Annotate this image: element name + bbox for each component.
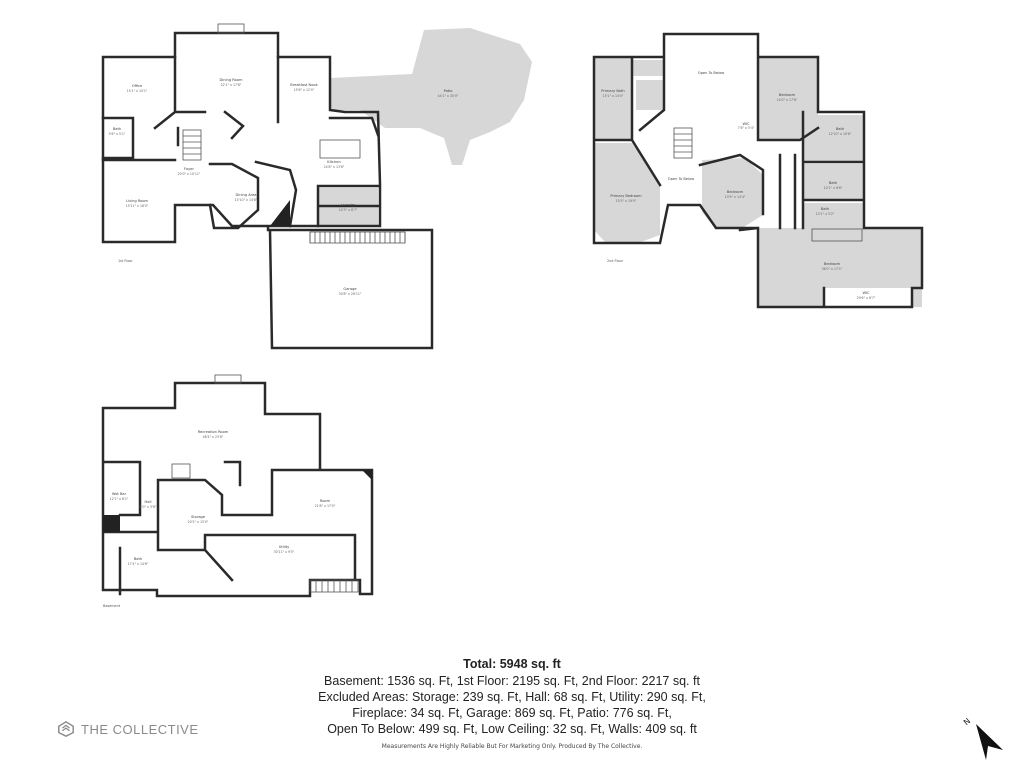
room-dims-patio: 44'1" x 30'0" [438,94,459,98]
fireplace [217,23,245,34]
brand-name: THE COLLECTIVE [81,721,199,737]
room-dims-utility: 30'11" x 9'5" [274,550,295,554]
room-dims-bath-2c: 13'1" x 5'2" [816,212,835,216]
room-dims-hall: 9'0" x 3'6" [140,505,157,509]
floor-plans: Office 15'1" x 10'1" Dining Room 22'1" x… [101,23,924,608]
room-dims-primary-bath: 15'1" x 14'0" [603,94,624,98]
wic-lower-area [824,288,912,306]
collective-logo-icon [58,720,74,738]
room-label-open-to-below-upper: Open To Below [698,71,725,75]
floor-area-breakdown: Basement: 1536 sq. Ft, 1st Floor: 2195 s… [324,674,700,688]
patio-area [330,28,532,165]
floor-label-first: 1st Floor [118,259,133,263]
room-label-storage: Storage [191,515,206,519]
room-label-office: Office [132,84,143,88]
room-dims-dining-area: 15'10" x 14'8" [235,198,258,202]
basement-fireplace [214,374,242,384]
room-label-recreation-room: Recreation Room [198,430,229,434]
first-floor-stairs [182,129,202,161]
room-label-wic-upper: WIC [742,122,750,126]
room-label-dining-room: Dining Room [220,78,243,82]
room-dims-room: 21'8" x 17'0" [315,504,336,508]
first-floor-exterior-walls [101,31,434,350]
disclaimer: Measurements Are Highly Reliable But For… [381,743,643,750]
room-label-kitchen: Kitchen [327,160,341,164]
total-area: Total: 5948 sq. ft [463,657,561,671]
basement-corner [362,470,372,480]
north-label: N [962,716,972,727]
room-label-foyer: Foyer [184,167,194,171]
room-label-breakfast-nook: Breakfast Nook [290,83,318,87]
room-dims-foyer: 20'0" x 10'11" [178,172,201,176]
room-label-utility: Utility [279,545,290,549]
room-label-dining-area: Dining Area [235,193,256,197]
room-dims-storage: 20'2" x 15'0" [188,520,209,524]
room-label-patio: Patio [444,89,453,93]
room-label-bath-2a: Bath [836,127,844,131]
room-label-bath-basement: Bath [134,557,142,561]
room-label-primary-bath: Primary Bath [601,89,624,93]
room-dims-primary-bedroom: 15'5" x 19'0" [616,199,637,203]
kitchen-island [319,139,361,159]
room-dims-laundry: 14'3" x 8'7" [339,208,358,212]
room-label-hall: Hall [145,500,152,504]
room-label-bedroom-2a: Bedroom [779,93,796,97]
excluded-areas-line-1: Excluded Areas: Storage: 239 sq. Ft, Hal… [318,690,706,704]
room-label-bedroom-2b: Bedroom [727,190,744,194]
garage-steps [309,231,406,244]
room-dims-wic-lower: 29'6" x 6'7" [857,296,876,300]
room-dims-garage: 30'8" x 26'11" [339,292,362,296]
room-dims-bath-basement: 17'4" x 14'6" [128,562,149,566]
room-label-bath-2b: Bath [829,181,837,185]
room-label-open-to-below-lower: Open To Below [668,177,695,181]
room-dims-wic-upper: 7'8" x 5'4" [738,126,755,130]
room-dims-kitchen: 24'8" x 13'8" [324,165,345,169]
second-floor-stairs [673,127,863,242]
room-label-primary-bedroom: Primary Bedroom [610,194,642,198]
first-floor-plan: Office 15'1" x 10'1" Dining Room 22'1" x… [101,23,532,350]
room-label-bath-1f: Bath [113,127,121,131]
basement-shaft [103,515,120,532]
room-label-bedroom-2c: Bedroom [824,262,841,266]
floor-label-basement: Basement [103,604,121,608]
second-floor-gray-areas [594,57,922,307]
wic-upper-area [735,118,757,132]
room-dims-bath-2a: 12'10" x 10'6" [829,132,852,136]
room-dims-bath-2b: 10'1" x 8'6" [824,186,843,190]
room-label-living-room: Living Room [126,199,149,203]
room-label-laundry: Laundry [341,203,357,207]
first-floor-interior-walls [101,55,380,230]
excluded-areas-line-2: Fireplace: 34 sq. Ft, Garage: 869 sq. Ft… [352,706,672,720]
room-dims-wet-bar: 12'1" x 8'1" [110,497,129,501]
floor-label-second: 2nd Floor [607,259,624,263]
room-dims-bedroom-2b: 13'9" x 14'4" [725,195,746,199]
room-label-bath-2c: Bath [821,207,829,211]
basement-walls [101,381,374,598]
brand-logo: THE COLLECTIVE [57,720,199,738]
room-dims-breakfast-nook: 15'6" x 12'0" [294,88,315,92]
basement-plan: Recreation Room 48'4" x 23'8" Wet Bar 12… [101,374,374,608]
room-label-room: Room [320,499,331,503]
room-dims-bedroom-2c: 36'0" x 17'1" [822,267,843,271]
room-dims-office: 15'1" x 10'1" [127,89,148,93]
excluded-areas-line-3: Open To Below: 499 sq. Ft, Low Ceiling: … [327,722,697,736]
room-label-wic-lower: WIC [862,291,870,295]
second-floor-walls [592,32,924,309]
north-arrow-icon: N [962,716,1003,760]
room-dims-bedroom-2a: 14'0" x 17'8" [777,98,798,102]
room-dims-dining-room: 22'1" x 17'8" [221,83,242,87]
room-dims-living-room: 15'11" x 18'0" [126,204,149,208]
room-label-wet-bar: Wet Bar [112,492,127,496]
first-floor-shaft [270,200,290,226]
room-dims-recreation-room: 48'4" x 23'8" [203,435,224,439]
basement-stairs [171,463,359,593]
room-label-garage: Garage [343,287,357,291]
second-floor-plan: Primary Bath 15'1" x 14'0" Open To Below… [592,32,924,309]
room-dims-bath-1f: 5'6" x 5'1" [109,132,126,136]
